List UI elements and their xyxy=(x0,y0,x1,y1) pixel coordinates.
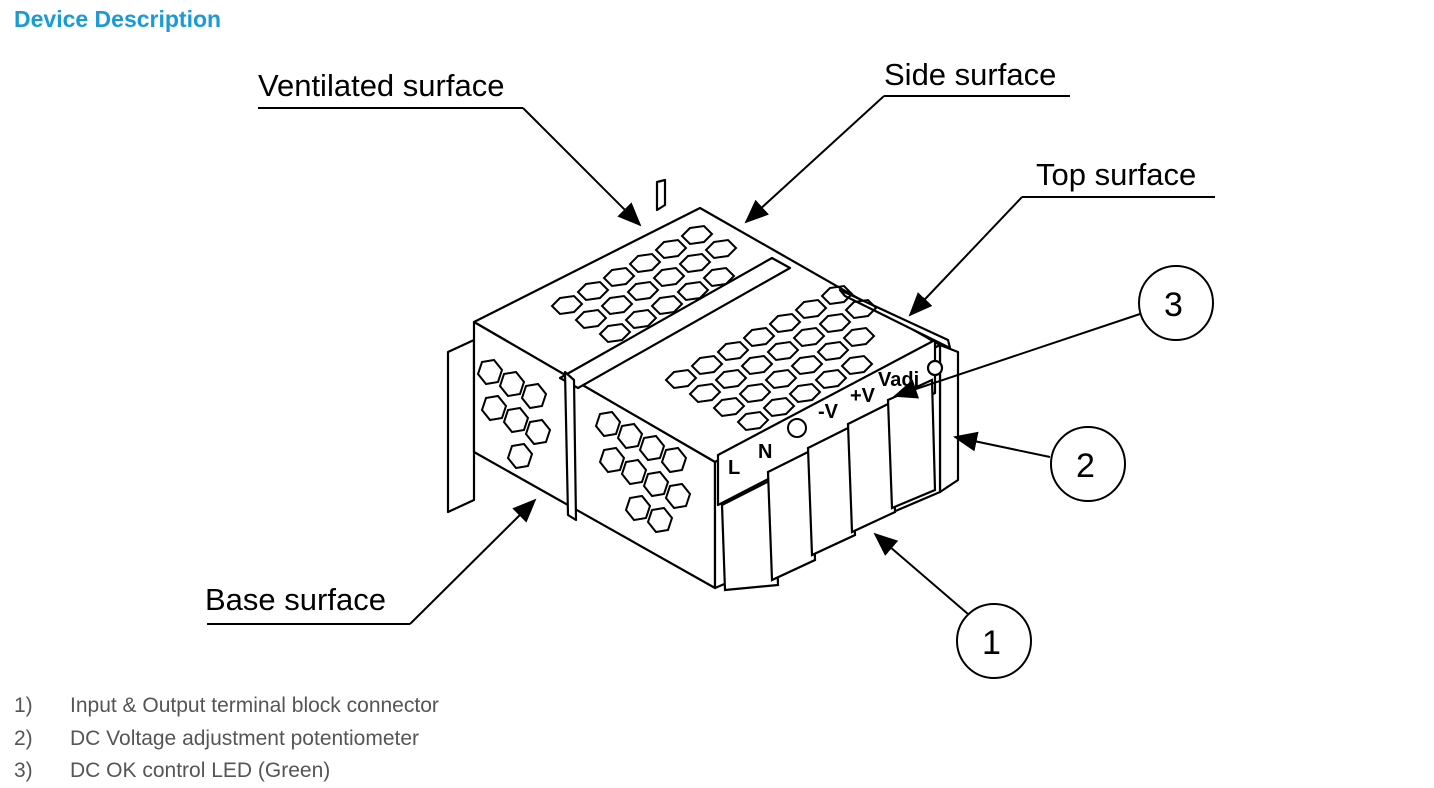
ground-icon xyxy=(787,418,807,438)
legend-number: 3) xyxy=(14,759,33,783)
page-title: Device Description xyxy=(14,6,222,32)
legend-text: Input & Output terminal block connector xyxy=(70,694,439,718)
callout-label-side: Side surface xyxy=(884,57,1056,92)
marker-label-3: 3 xyxy=(1164,286,1183,324)
callout-base xyxy=(207,498,537,625)
marker-label-2: 2 xyxy=(1076,447,1095,485)
terminal-blocks xyxy=(720,378,937,592)
marker-label-1: 1 xyxy=(982,624,1001,662)
legend-number: 1) xyxy=(14,694,33,718)
legend-text: DC Voltage adjustment potentiometer xyxy=(70,726,420,750)
device-drawing: L N -V +V Vadj Ventilated surface Side s… xyxy=(205,57,1215,679)
marker-1 xyxy=(873,532,1032,679)
marker-3 xyxy=(893,265,1214,399)
terminal-label-l: L xyxy=(728,457,740,479)
terminal-markings: L N -V +V Vadj xyxy=(728,369,919,479)
marker-2 xyxy=(953,426,1126,502)
terminal-label-n: N xyxy=(758,441,772,463)
component-legend: 1) Input & Output terminal block connect… xyxy=(14,690,439,788)
legend-item: 2) DC Voltage adjustment potentiometer xyxy=(14,723,439,756)
legend-item: 3) DC OK control LED (Green) xyxy=(14,755,439,788)
callout-side xyxy=(744,95,1070,224)
terminal-label-plus-v: +V xyxy=(850,385,876,407)
callout-label-ventilated: Ventilated surface xyxy=(258,68,504,103)
callout-top xyxy=(908,196,1215,317)
callout-label-top: Top surface xyxy=(1036,157,1196,192)
callout-ventilated xyxy=(258,107,642,227)
terminal-label-vadj: Vadj xyxy=(878,369,919,391)
terminal-label-minus-v: -V xyxy=(818,401,839,423)
vent-pattern-top xyxy=(550,224,878,432)
legend-item: 1) Input & Output terminal block connect… xyxy=(14,690,439,723)
callout-label-base: Base surface xyxy=(205,582,386,617)
legend-text: DC OK control LED (Green) xyxy=(70,759,331,783)
legend-number: 2) xyxy=(14,726,33,750)
vent-pattern-side xyxy=(476,358,692,534)
